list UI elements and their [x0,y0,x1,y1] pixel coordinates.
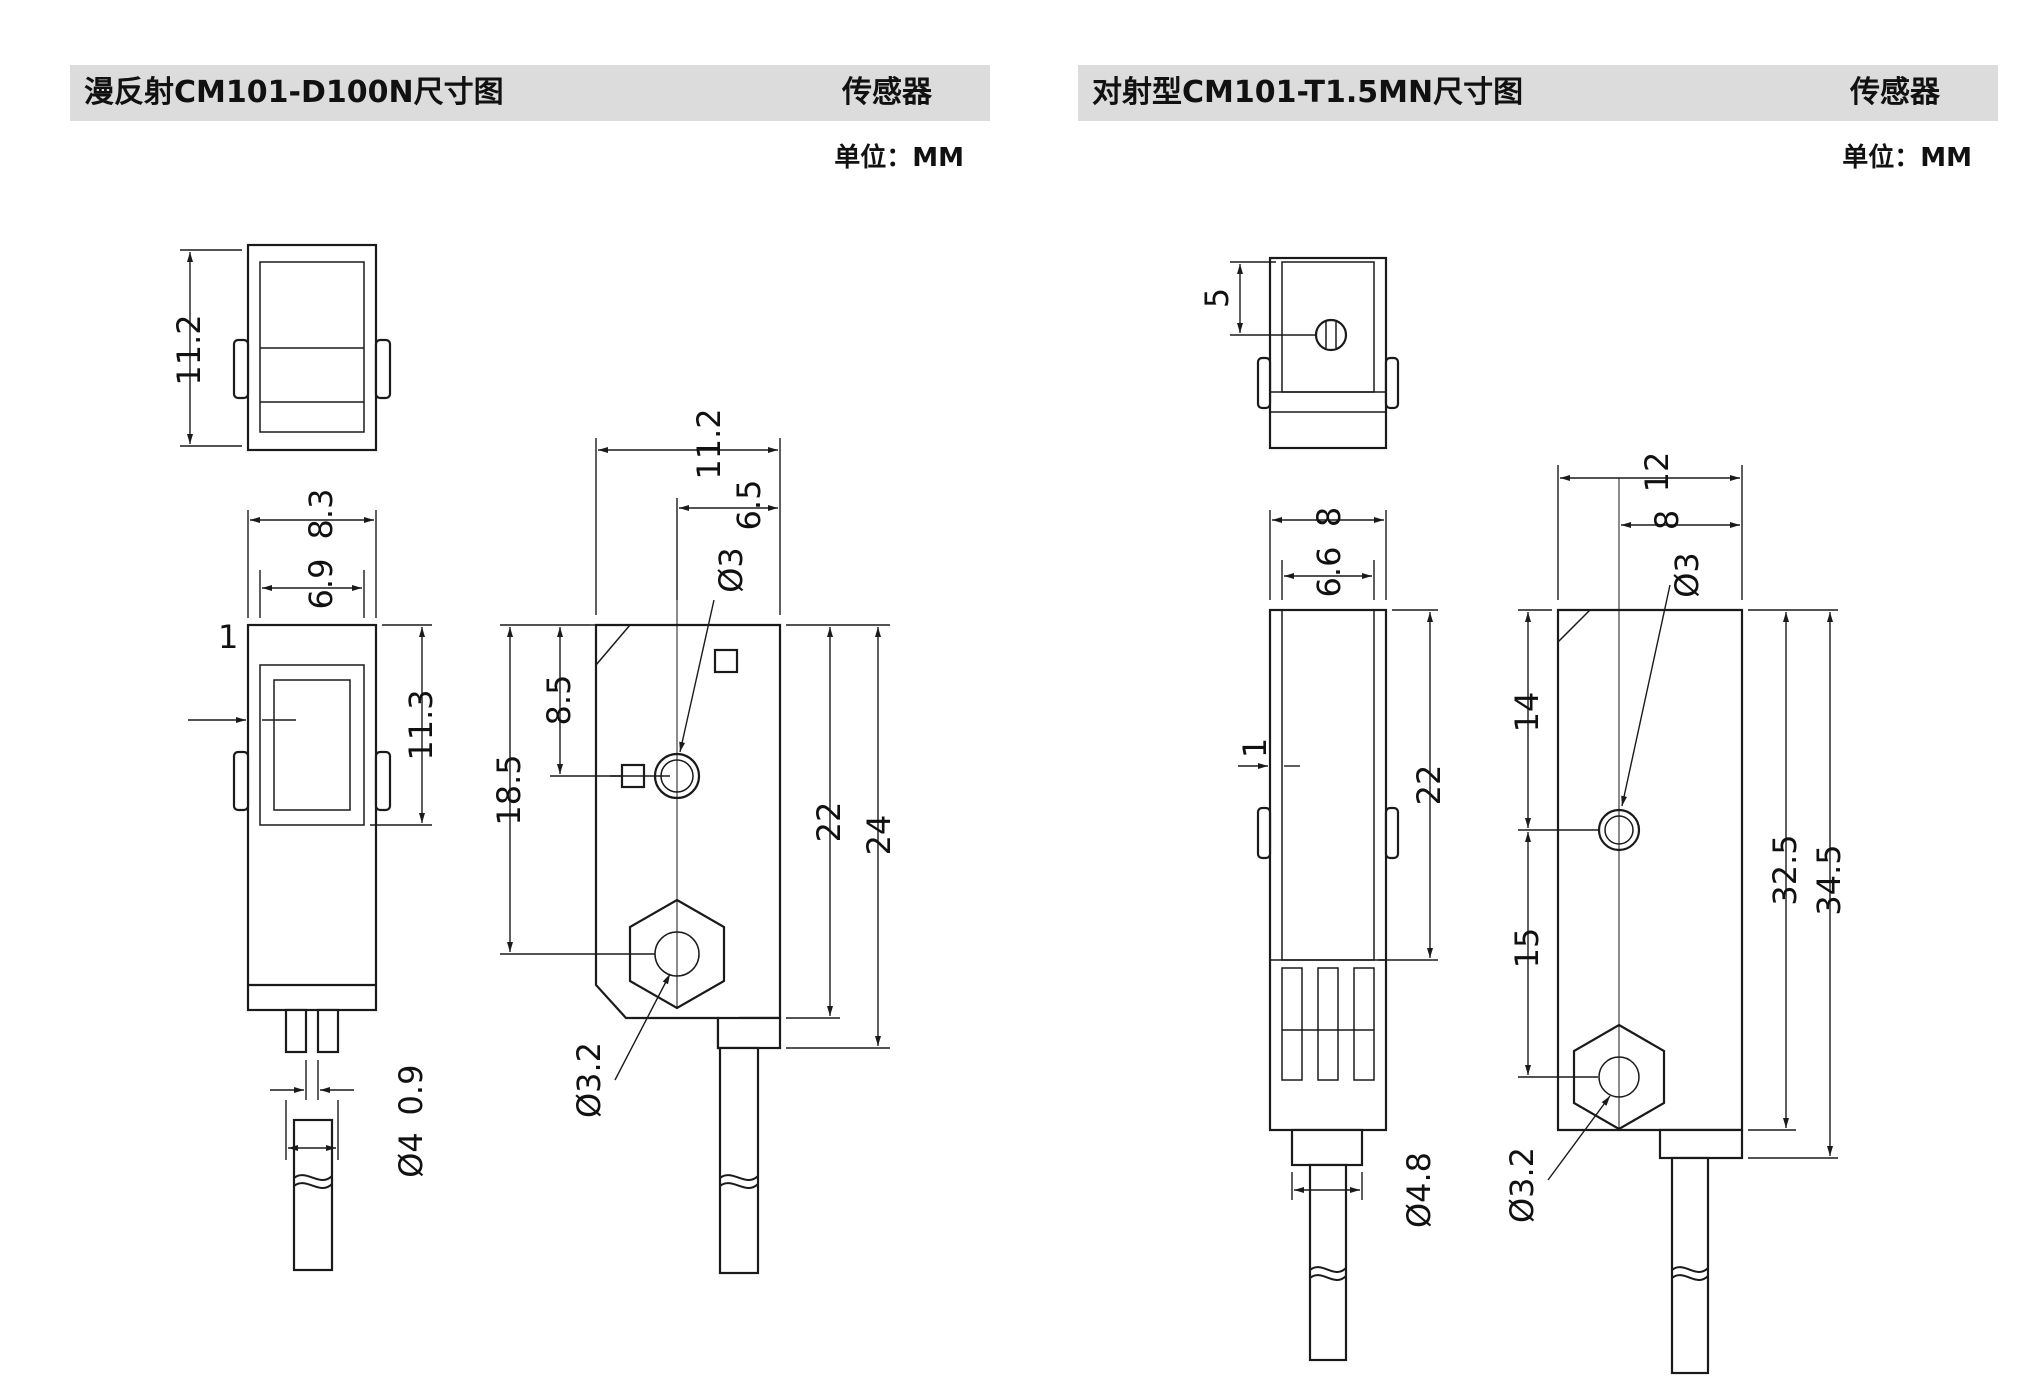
left-category: 传感器 [842,75,932,110]
right-category: 传感器 [1850,75,1940,110]
left-dim-11-2-side: 11.2 [690,408,728,479]
right-dimension-drawing: 5 8 6.6 1 [1198,256,1848,1375]
right-dim-22: 22 [1410,765,1448,806]
left-dim-22: 22 [810,802,848,843]
right-dim-d4-8: Ø4.8 [1400,1152,1438,1228]
left-unit-label: 单位：MM [834,143,964,173]
right-side-view: 12 8 Ø3 14 15 32.5 34.5 [1503,452,1848,1375]
right-front-view: 8 6.6 1 22 Ø4.8 [1236,507,1448,1362]
left-dim-d3-2: Ø3.2 [570,1042,608,1118]
left-dimension-drawing: 11.2 8.3 6.9 1 [170,243,898,1275]
left-front-view: 8.3 6.9 1 11.3 0.9 Ø4 [188,489,440,1272]
left-dim-d4: Ø4 [392,1132,430,1178]
right-dim-6-6: 6.6 [1310,547,1348,598]
left-side-view: 11.2 6.5 Ø3 8.5 18.5 22 [490,408,898,1275]
right-title: 对射型CM101-T1.5MN尺寸图 [1092,75,1524,110]
left-dim-11-3: 11.3 [402,689,440,760]
left-dim-18-5: 18.5 [490,754,528,825]
right-header: 对射型CM101-T1.5MN尺寸图 传感器 [1078,65,1998,121]
left-dim-8-3: 8.3 [302,489,340,540]
right-dim-12: 12 [1638,452,1676,493]
left-title: 漫反射CM101-D100N尺寸图 [84,75,504,110]
left-dim-6-5: 6.5 [730,480,768,531]
right-unit-label: 单位：MM [1842,143,1972,173]
left-header: 漫反射CM101-D100N尺寸图 传感器 [70,65,990,121]
left-top-view: 11.2 [170,243,392,452]
right-dim-d3: Ø3 [1668,552,1706,598]
right-dim-14: 14 [1508,692,1546,733]
left-dim-8-5: 8.5 [540,675,578,726]
right-dim-34-5: 34.5 [1810,844,1848,915]
right-dim-32-5: 32.5 [1766,834,1804,905]
left-dim-24: 24 [860,815,898,856]
right-dim-8-side: 8 [1648,510,1686,530]
right-panel: 对射型CM101-T1.5MN尺寸图 传感器 单位：MM 5 [1078,0,1998,1377]
right-dim-5: 5 [1198,288,1236,308]
left-panel: 漫反射CM101-D100N尺寸图 传感器 单位：MM 11.2 [70,0,990,1377]
right-dim-1: 1 [1236,738,1274,758]
left-dim-0-9: 0.9 [392,1065,430,1116]
left-dim-11-2-top: 11.2 [170,314,208,385]
right-top-view: 5 [1198,256,1400,450]
left-dim-d3: Ø3 [712,547,750,593]
left-dim-1: 1 [218,618,238,656]
right-dim-d3-2: Ø3.2 [1503,1147,1541,1223]
right-dim-15: 15 [1508,928,1546,969]
left-dim-6-9: 6.9 [302,559,340,610]
right-dim-8-front: 8 [1310,507,1348,527]
